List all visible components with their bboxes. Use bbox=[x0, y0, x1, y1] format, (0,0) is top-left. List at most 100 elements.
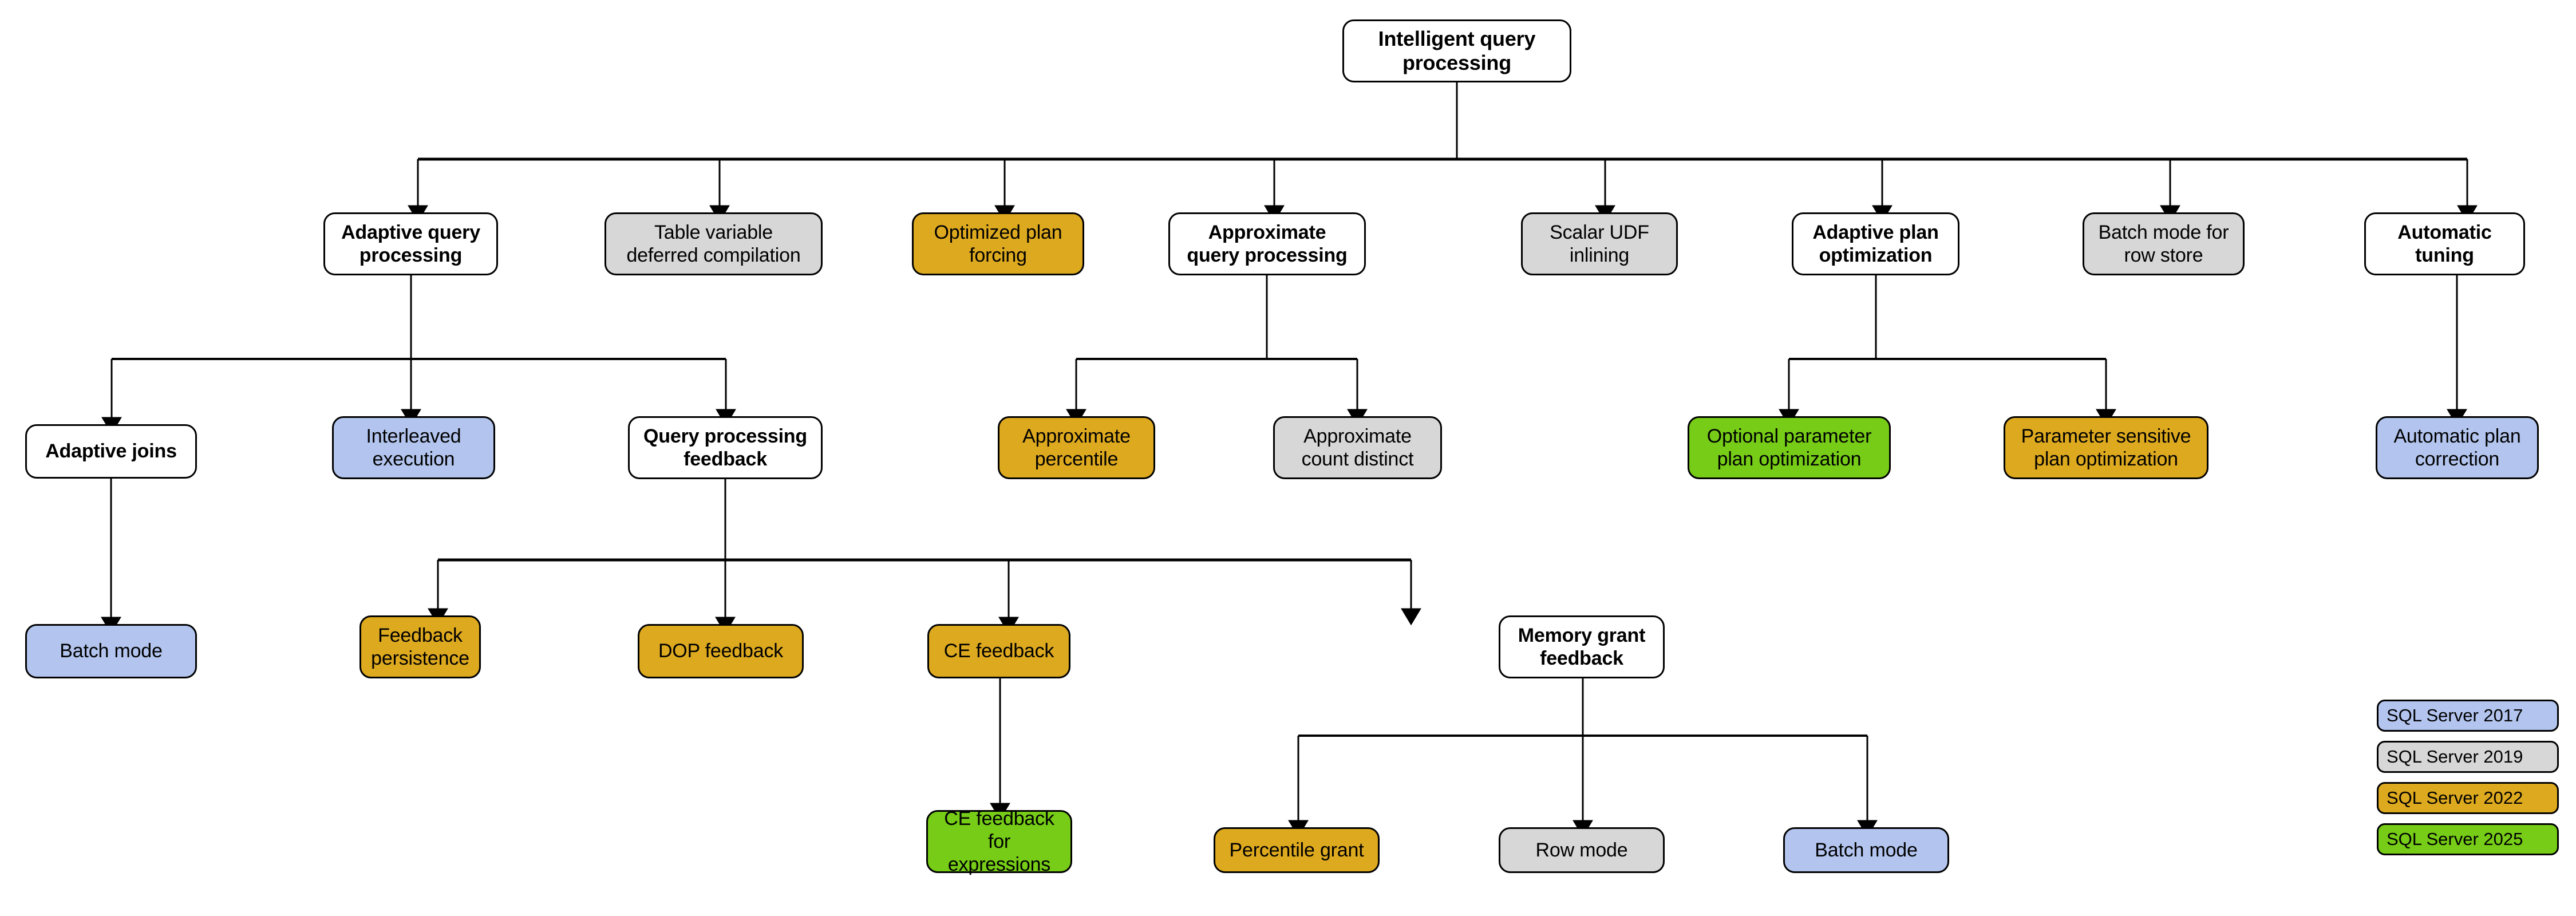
node-label: Batch mode bbox=[1815, 839, 1918, 862]
node-label-line: Adaptive joins bbox=[45, 440, 177, 463]
node-label-line: Approximate bbox=[1022, 425, 1131, 447]
node-ajoins[interactable]: Adaptive joins bbox=[25, 424, 197, 479]
node-label-line: forcing bbox=[969, 244, 1027, 266]
node-label-line: CE feedback for bbox=[944, 807, 1054, 852]
node-label-line: execution bbox=[372, 448, 455, 470]
node-label-line: Table variable bbox=[654, 221, 773, 243]
node-label-line: feedback bbox=[1540, 647, 1623, 669]
node-label-line: Parameter sensitive bbox=[2021, 425, 2191, 447]
node-label-line: count distinct bbox=[1301, 448, 1414, 470]
node-label-line: Intelligent query bbox=[1378, 26, 1536, 50]
legend-item-sql-server-2022[interactable]: SQL Server 2022 bbox=[2377, 782, 2559, 814]
node-label: Row mode bbox=[1536, 839, 1628, 862]
node-label: Percentile grant bbox=[1230, 839, 1364, 862]
legend-item-sql-server-2017[interactable]: SQL Server 2017 bbox=[2377, 700, 2559, 732]
node-label-line: Automatic plan bbox=[2393, 425, 2521, 447]
node-bmode2[interactable]: Batch mode bbox=[1783, 827, 1949, 873]
node-label-line: CE feedback bbox=[943, 640, 1054, 662]
node-label: CE feedback bbox=[944, 639, 1054, 662]
node-label-line: Adaptive plan bbox=[1812, 221, 1939, 243]
node-label-line: Approximate bbox=[1303, 425, 1412, 447]
legend-item-sql-server-2025[interactable]: SQL Server 2025 bbox=[2377, 823, 2559, 855]
node-label-line: Approximate bbox=[1208, 221, 1326, 243]
node-label-line: Batch mode for bbox=[2098, 221, 2229, 243]
node-label-line: plan optimization bbox=[1717, 448, 1862, 470]
legend-item-sql-server-2019[interactable]: SQL Server 2019 bbox=[2377, 741, 2559, 773]
node-label: Adaptive joins bbox=[45, 440, 177, 463]
node-label-line: Memory grant bbox=[1518, 624, 1646, 646]
node-label-line: query processing bbox=[1187, 244, 1348, 266]
node-label-line: Query processing bbox=[643, 425, 807, 447]
node-label-line: Scalar UDF bbox=[1550, 221, 1649, 243]
node-label-line: Optimized plan bbox=[934, 221, 1062, 243]
node-cefb[interactable]: CE feedback bbox=[927, 624, 1070, 678]
node-label-line: plan optimization bbox=[2034, 448, 2178, 470]
node-label-line: processing bbox=[1402, 51, 1512, 74]
node-label-line: Batch mode bbox=[60, 640, 163, 662]
node-label-line: percentile bbox=[1034, 448, 1119, 470]
node-label-line: deferred compilation bbox=[626, 244, 801, 266]
legend-item-label: SQL Server 2017 bbox=[2387, 705, 2523, 725]
node-label: Batch mode bbox=[60, 639, 163, 662]
legend-item-label: SQL Server 2019 bbox=[2387, 747, 2523, 767]
node-label-line: expressions bbox=[947, 854, 1051, 876]
node-label-line: Automatic bbox=[2397, 221, 2492, 243]
node-label-line: Batch mode bbox=[1815, 839, 1918, 861]
node-dopfb[interactable]: DOP feedback bbox=[638, 624, 804, 678]
node-bmode1[interactable]: Batch mode bbox=[25, 624, 197, 678]
node-label-line: Optional parameter bbox=[1706, 425, 1872, 447]
node-label-line: row store bbox=[2124, 244, 2203, 266]
node-pgrant[interactable]: Percentile grant bbox=[1214, 827, 1380, 873]
node-rmode[interactable]: Row mode bbox=[1499, 827, 1665, 873]
node-label-line: persistence bbox=[371, 647, 469, 669]
node-label-line: tuning bbox=[2415, 244, 2474, 266]
node-label-line: inlining bbox=[1569, 244, 1630, 266]
node-label-line: correction bbox=[2415, 448, 2500, 470]
node-label-line: processing bbox=[359, 244, 463, 266]
node-label-line: Interleaved bbox=[366, 425, 461, 447]
node-label-line: DOP feedback bbox=[658, 640, 784, 662]
node-label-line: feedback bbox=[683, 448, 767, 470]
legend-item-label: SQL Server 2022 bbox=[2387, 788, 2523, 808]
node-label-line: Adaptive query bbox=[341, 221, 480, 243]
node-label-line: Row mode bbox=[1535, 839, 1628, 861]
node-label-line: optimization bbox=[1819, 244, 1933, 266]
node-label: DOP feedback bbox=[658, 639, 783, 662]
